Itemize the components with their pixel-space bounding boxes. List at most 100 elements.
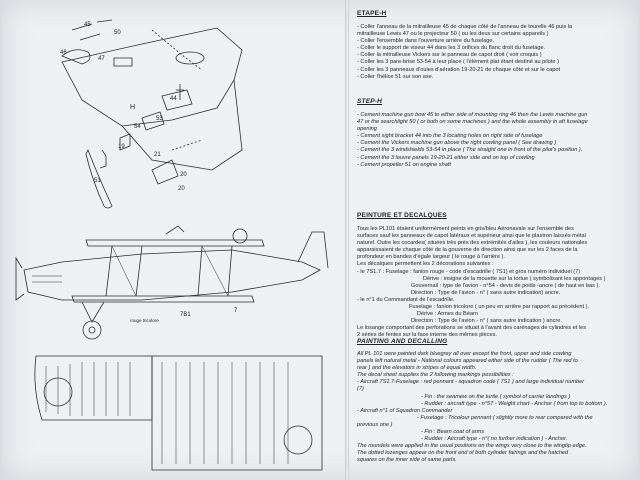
heading-etape-h: ETAPE-H (357, 10, 387, 17)
part-label-44: 44 (170, 96, 177, 102)
assembly-drawing (15, 19, 329, 471)
part-label-51: 51 (94, 178, 101, 184)
step-h-line: - Cement machine gun bow 45 to either si… (357, 112, 588, 118)
peinture-line: Le losange comportant des perforations s… (357, 325, 586, 332)
fuselage-detail-lower (121, 79, 243, 171)
step-h-line: - Cement the 3 louvre panels 19-20-21 ei… (357, 154, 535, 161)
peinture-line: apparaissaient de chaque côté de la gouv… (357, 247, 578, 254)
louvre-panel-part (151, 159, 179, 185)
peinture-line: - le 7S1.7 : Fuselage : fanion rouge - c… (357, 268, 581, 275)
painting-line: - Fin : Bearn coat of arms (421, 429, 485, 436)
step-h-line: - Cement propeller 51 on engine shaft (357, 161, 451, 168)
step-h-line: opening (357, 126, 377, 133)
etape-h-line: - Coller l'ensemble dans l'ouverture arr… (357, 38, 495, 45)
etape-h-line: - Coller le support de viseur 44 dans le… (357, 45, 546, 52)
fuselage-detail-outline (61, 27, 243, 127)
main-wheel (82, 320, 102, 340)
painting-line: The roundels were applied in the usual p… (357, 443, 587, 450)
label-7b1: 7B1 (180, 312, 191, 318)
peinture-line: - le n°1 du Commandant de l'escadrille. (357, 296, 455, 303)
insignia-badge (232, 228, 248, 244)
part-label-46: 46 (60, 50, 67, 56)
painting-line: - Aircraft n°1 of Squadron Commander (357, 407, 453, 414)
heading-peinture: PEINTURE ET DECALQUES (357, 212, 447, 219)
peinture-line: profondeur en bandes d'égale largeur ( l… (357, 254, 505, 261)
part-label-45: 45 (84, 22, 91, 28)
painting-line: The dotted lozenges appear on the front … (357, 450, 569, 457)
part-label-20b: 20 (178, 186, 185, 192)
peinture-line: 2 séries de fentes sur la face interne d… (357, 332, 497, 339)
etape-h-line: - Coller les 3 panneaux d'ouies d'aérati… (357, 66, 561, 73)
turret-ring-outline (175, 51, 205, 65)
searchlight-part (113, 57, 133, 67)
peinture-line: naturel. Outre les cocardes( situées trè… (357, 240, 588, 247)
etape-h-line: - Coller l'hélice 51 sur son axe. (357, 73, 434, 80)
painting-line: All PL 101 were painted dark bluegrey al… (357, 351, 572, 357)
roundel-left (43, 377, 73, 407)
part-label-47: 47 (98, 56, 105, 62)
painting-line: - Rudder : aircraft type - n°57 - Weight… (421, 400, 608, 407)
wing-ribs-right (161, 362, 289, 464)
lower-wing-outline (71, 295, 255, 303)
heading-step-h: STEP-H (357, 98, 383, 105)
painting-line: squares on the inner side of same parts. (357, 457, 457, 464)
cowling-lines (32, 275, 62, 283)
landing-gear (81, 301, 105, 323)
guide-line-1 (151, 29, 203, 71)
step-h-line: - Cement sight bracket 44 into the 3 loc… (357, 133, 543, 140)
part-label-19: 19 (118, 144, 125, 150)
upper-wing-outline (85, 239, 265, 247)
peinture-line: Direction : Type de l'avion - n° ( sans … (411, 289, 561, 296)
roundel-right (283, 425, 313, 455)
peinture-line: Dérive : insigne de la mouette sur la to… (423, 275, 606, 282)
peinture-line: Gouvernail : type de l'avion - n°54 - de… (411, 282, 600, 289)
step-h-line: - Cement the 3 windshields 53-54 in plac… (357, 147, 583, 154)
painting-line: (7) (357, 386, 364, 393)
part-label-50: 50 (114, 30, 121, 36)
assembly-drawing-panel: 46 45 50 47 H 44 53 54 19 20 21 51 20 ro… (2, 0, 345, 480)
etape-h-line: - Coller les 3 pare-brise 53-54 à leur p… (357, 59, 559, 66)
fuselage-side-outline (23, 249, 321, 301)
heading-painting: PAINTING AND DECALLING (357, 338, 448, 345)
part-label-21: 21 (154, 152, 161, 158)
windshield-part-b (119, 133, 131, 151)
page-fold (345, 0, 349, 480)
part-label-54: 54 (134, 124, 141, 130)
peinture-line: surfaces sauf les panneaux de capot laté… (357, 233, 586, 240)
windshield-part (141, 111, 165, 131)
peinture-line: Les décalques permettent les 2 décoratio… (357, 261, 494, 268)
peinture-line: Direction : Type de l'avion - n° ( sans … (411, 318, 562, 325)
painting-line: panels left natural metal - National col… (357, 358, 578, 365)
wing-struts (105, 245, 233, 297)
painting-line: - Aircraft 7S1.7-Fuselage : red pennant … (357, 379, 585, 386)
engine-nose (15, 256, 25, 301)
guide-line-2 (171, 139, 203, 151)
part-label-53: 53 (156, 116, 163, 122)
wing-ribs-left (45, 362, 131, 416)
part-label-H: H (130, 104, 136, 111)
instructions-text-panel: ETAPE-H - Coller l'anneau de la mitraill… (357, 0, 639, 480)
peinture-line: Dérive : Armes du Béarn (417, 311, 478, 318)
peinture-text: Tous les PL101 étaient uniformément pein… (357, 226, 635, 340)
wing-plan-left (34, 355, 153, 421)
painting-line: - Fuselage : Tricolour pennant ( slightl… (417, 414, 593, 421)
step-h-line: 47 or the searchlight 50 ( or both on so… (357, 119, 588, 126)
sight-bracket-part (176, 84, 184, 100)
step-h-text: - Cement machine gun bow 45 to either si… (357, 112, 635, 169)
label-7: 7 (234, 308, 238, 314)
rudder-outline (297, 231, 329, 269)
etape-h-line: mitrailleuse Lewis 47 ou le projecteur 5… (357, 31, 549, 38)
etape-h-text: - Coller l'anneau de la mitrailleuse 45 … (357, 24, 635, 81)
label-rouge-tricolore: rouge tricolore (130, 318, 159, 323)
part-label-20: 20 (180, 172, 187, 178)
painting-line: - Rudder : Aircraft type - n°( no furthe… (421, 436, 568, 443)
ring-part-46 (61, 49, 91, 65)
painting-line: - Fin : the seamew on the turtle ( symbo… (421, 393, 571, 400)
bracing-wires (111, 245, 229, 297)
etape-h-line: - Coller l'anneau de la mitrailleuse 45 … (357, 24, 573, 30)
wheel-hub (88, 326, 96, 334)
painting-line: previous one ) (357, 421, 393, 428)
painting-line: rear ) and the elevators in stripes of e… (357, 365, 477, 372)
etape-h-line: - Coller la mitrailleuse Vickers sur le … (357, 52, 542, 59)
machine-gun-part (71, 19, 113, 41)
